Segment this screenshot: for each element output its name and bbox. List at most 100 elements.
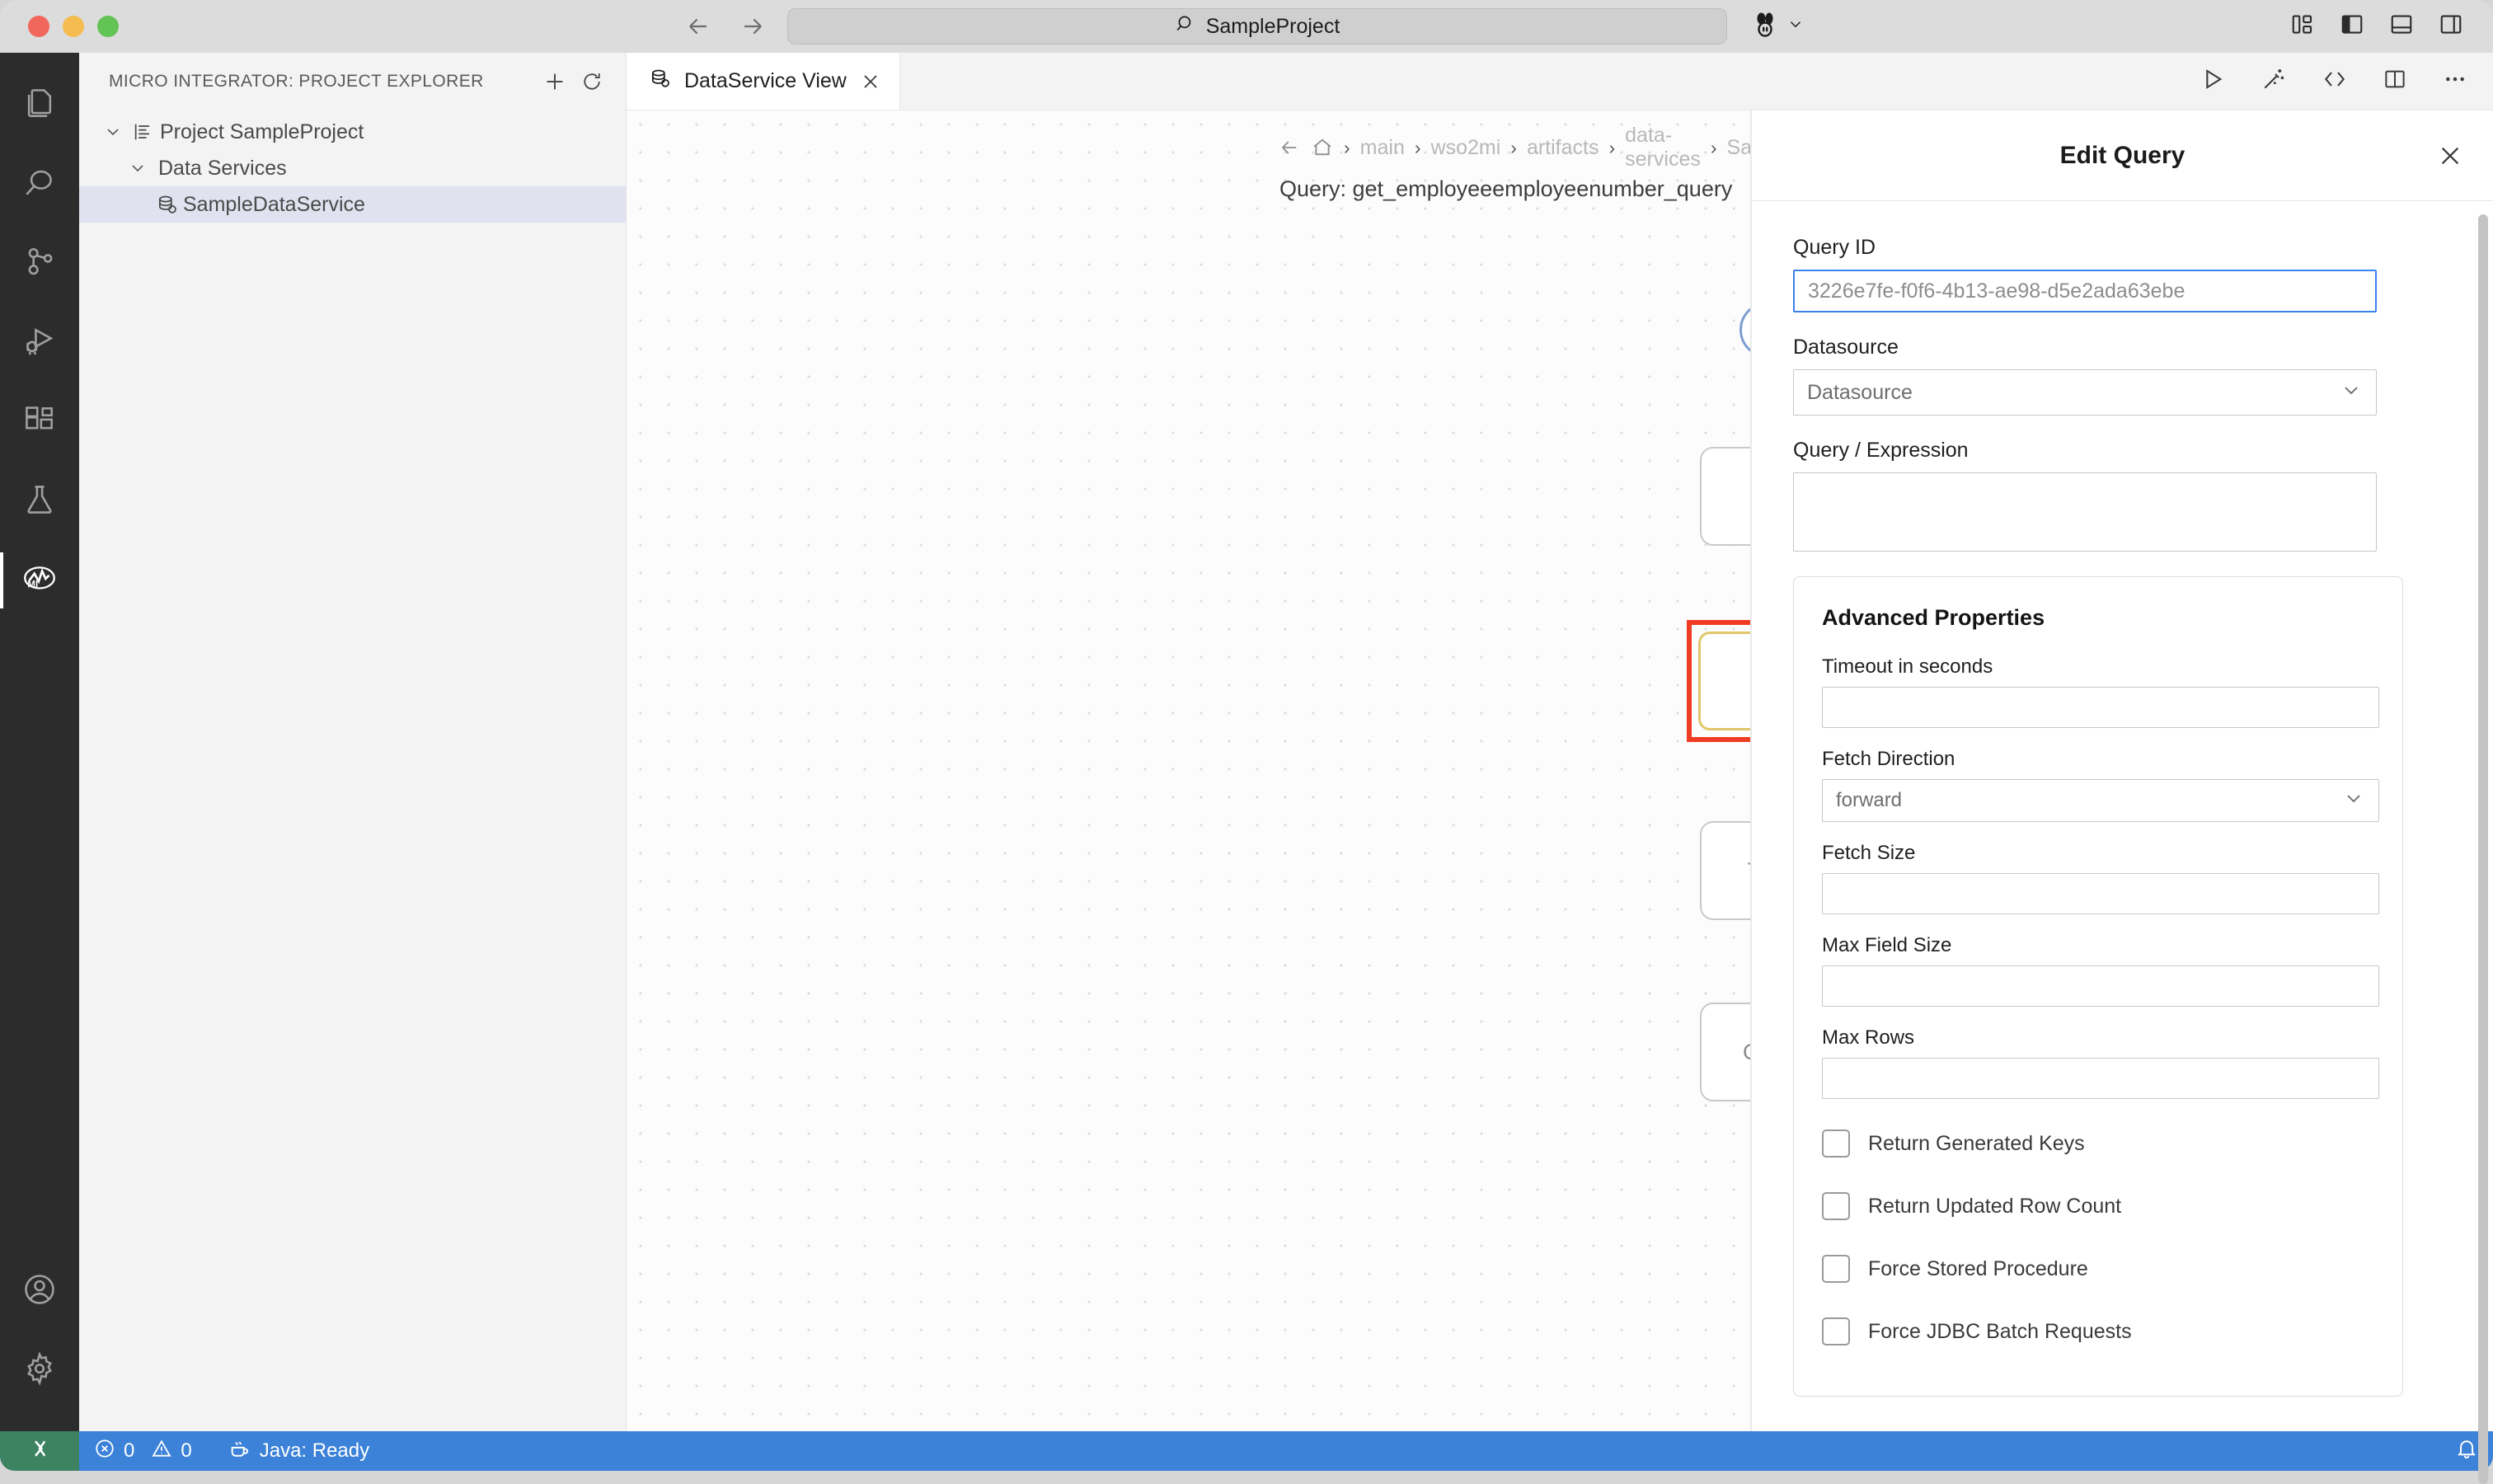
gear-button[interactable] [0, 1331, 79, 1410]
field-query-expression: Query / Expression [1793, 439, 2452, 552]
sidebar-title: MICRO INTEGRATOR: PROJECT EXPLORER [109, 72, 530, 92]
node-query[interactable]: Query [1698, 632, 1751, 730]
accounts-button[interactable] [0, 1252, 79, 1331]
breadcrumb-segment-file[interactable]: SampleDataService.dbs [1727, 136, 1751, 160]
tab-label: DataService View [684, 69, 847, 93]
sidebar-item-testing[interactable] [0, 462, 79, 541]
magic-wand-icon[interactable] [2261, 66, 2287, 96]
maximize-window-button[interactable] [97, 16, 119, 37]
ellipsis-icon[interactable] [2442, 66, 2468, 96]
tree-row-data-services[interactable]: Data Services [79, 150, 626, 186]
beaker-icon [21, 481, 58, 522]
field-datasource: Datasource Datasource [1793, 336, 2452, 416]
fetch-direction-select[interactable]: forward [1822, 779, 2379, 822]
close-icon[interactable] [860, 71, 881, 92]
checkbox-icon[interactable] [1822, 1317, 1850, 1345]
problems-status[interactable]: 0 0 [79, 1438, 207, 1465]
coffee-icon [228, 1437, 251, 1466]
mi-logo-icon: MI [21, 560, 59, 602]
checkbox-force-stored-procedure[interactable]: Force Stored Procedure [1822, 1237, 2374, 1300]
gear-icon [21, 1350, 58, 1391]
checkbox-icon[interactable] [1822, 1192, 1850, 1220]
workbench: MI MICRO INTEGRATOR: PROJECT EXPLORER [0, 53, 2493, 1431]
java-status[interactable]: Java: Ready [207, 1437, 384, 1466]
split-editor-icon[interactable] [2383, 67, 2407, 96]
dataservice-canvas[interactable]: › main › wso2mi › artifacts › data-servi… [627, 110, 1751, 1431]
checkbox-icon[interactable] [1822, 1255, 1850, 1283]
arrow-right-icon[interactable] [739, 12, 767, 40]
tab-dataservice-view[interactable]: DataService View [627, 53, 900, 110]
search-icon [21, 165, 58, 205]
home-icon[interactable] [1311, 136, 1334, 159]
dataservice-icon [150, 193, 183, 216]
sidebar-header: MICRO INTEGRATOR: PROJECT EXPLORER [79, 53, 626, 110]
sidebar-item-extensions[interactable] [0, 383, 79, 462]
node-output-mapping[interactable]: Output Mapping [1700, 1003, 1751, 1101]
datasource-value: Datasource [1807, 381, 1913, 405]
query-id-value: 3226e7fe-f0f6-4b13-ae98-d5e2ada63ebe [1808, 279, 2185, 303]
bell-icon[interactable] [2455, 1437, 2478, 1466]
code-icon[interactable] [2322, 66, 2348, 96]
chevron-down-icon[interactable] [99, 122, 127, 142]
edit-query-panel: Edit Query Query ID 3226e7fe-f0f6-4b13-a… [1751, 110, 2493, 1431]
remote-window-icon [27, 1436, 52, 1467]
breadcrumb-segment-data-services[interactable]: data-services [1625, 124, 1701, 171]
checkbox-icon[interactable] [1822, 1129, 1850, 1158]
node-transformation[interactable]: Transformation [1700, 821, 1751, 920]
refresh-icon[interactable] [580, 69, 604, 94]
panel-scrollbar[interactable] [2478, 214, 2488, 1484]
arrow-left-icon[interactable] [1278, 136, 1301, 159]
toggle-primary-sidebar-icon[interactable] [2340, 12, 2364, 41]
breadcrumb-separator: › [1510, 137, 1517, 159]
checkbox-force-jdbc-batch-requests[interactable]: Force JDBC Batch Requests [1822, 1300, 2374, 1363]
query-id-label: Query ID [1793, 236, 2452, 260]
max-field-size-input[interactable] [1822, 965, 2379, 1007]
plus-icon[interactable] [542, 68, 568, 95]
arrow-left-icon[interactable] [684, 12, 712, 40]
remote-window-button[interactable] [0, 1431, 79, 1471]
close-window-button[interactable] [28, 16, 49, 37]
close-icon[interactable] [2437, 143, 2463, 169]
omnibar-value: SampleProject [1206, 15, 1340, 39]
command-center[interactable]: SampleProject [787, 8, 1727, 45]
editor-group: DataService View [627, 53, 2493, 1431]
tree-row-sampledataservice[interactable]: SampleDataService [79, 186, 626, 223]
chevron-down-icon[interactable] [124, 158, 152, 178]
breadcrumb-separator: › [1608, 137, 1615, 159]
minimize-window-button[interactable] [63, 16, 84, 37]
checkbox-label: Force Stored Procedure [1868, 1257, 2088, 1281]
max-rows-input[interactable] [1822, 1058, 2379, 1099]
toggle-panel-icon[interactable] [2389, 12, 2414, 41]
toggle-secondary-sidebar-icon[interactable] [2439, 12, 2463, 41]
query-id-input[interactable]: 3226e7fe-f0f6-4b13-ae98-d5e2ada63ebe [1793, 270, 2377, 312]
sidebar-item-search[interactable] [0, 145, 79, 224]
fetch-direction-label: Fetch Direction [1822, 748, 2374, 771]
checkbox-return-generated-keys[interactable]: Return Generated Keys [1822, 1112, 2374, 1175]
datasource-select[interactable]: Datasource [1793, 369, 2377, 416]
project-tree: Project SampleProject Data Services Samp… [79, 110, 626, 223]
node-input-mapping[interactable]: Input Mapping [1700, 447, 1751, 546]
timeout-input[interactable] [1822, 687, 2379, 728]
customize-layout-icon[interactable] [2290, 12, 2315, 41]
sidebar-item-explorer[interactable] [0, 66, 79, 145]
sidebar-item-run-and-debug[interactable] [0, 303, 79, 383]
wso2-account-menu[interactable] [1752, 12, 1805, 42]
sidebar-item-micro-integrator[interactable]: MI [0, 541, 79, 620]
field-fetch-direction: Fetch Direction forward [1822, 748, 2374, 822]
query-expression-textarea[interactable] [1793, 472, 2377, 552]
svg-text:MI: MI [27, 580, 38, 589]
fetch-size-input[interactable] [1822, 873, 2379, 914]
wso2-account-icon [1752, 12, 1778, 42]
breadcrumb-segment-artifacts[interactable]: artifacts [1527, 136, 1599, 160]
checkbox-return-updated-row-count[interactable]: Return Updated Row Count [1822, 1175, 2374, 1237]
play-icon[interactable] [2200, 66, 2226, 96]
panel-body: Query ID 3226e7fe-f0f6-4b13-ae98-d5e2ada… [1752, 201, 2493, 1431]
panel-header: Edit Query [1752, 110, 2493, 201]
breadcrumb-segment-main[interactable]: main [1360, 136, 1405, 160]
breadcrumb-segment-wso2mi[interactable]: wso2mi [1431, 136, 1501, 160]
tree-row-label: SampleDataService [183, 193, 365, 217]
tree-row-project[interactable]: Project SampleProject [79, 114, 626, 150]
sidebar-item-source-control[interactable] [0, 224, 79, 303]
breadcrumb: › main › wso2mi › artifacts › data-servi… [627, 124, 1750, 202]
